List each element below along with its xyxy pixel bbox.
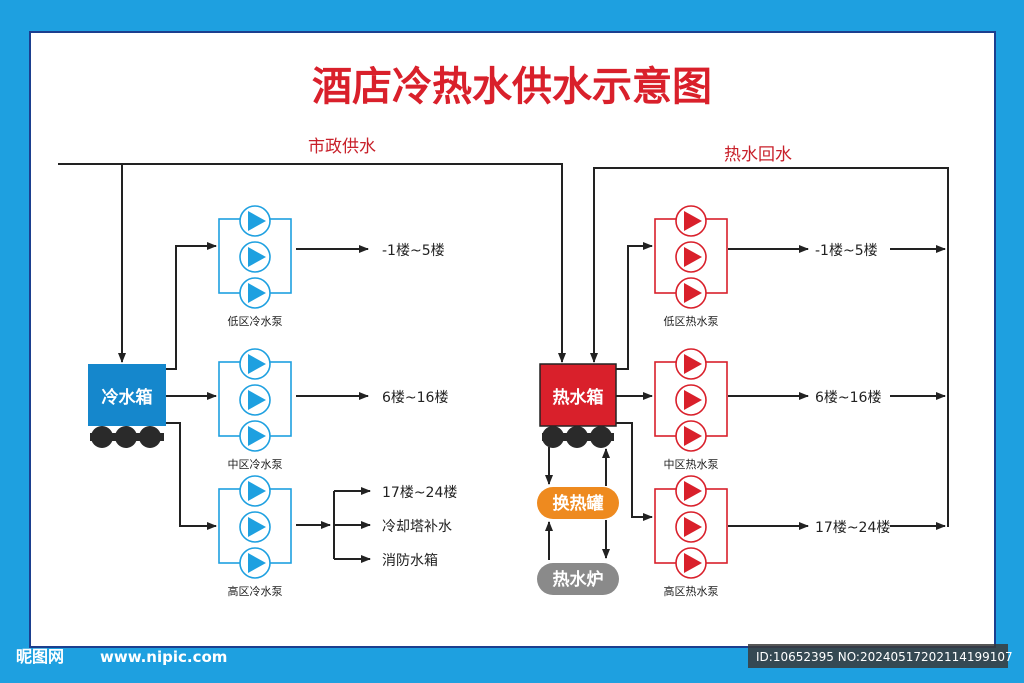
- heat-exchanger-pill: [537, 487, 619, 519]
- hot-pump-mid: 中区热水泵: [654, 348, 728, 471]
- cold-pump-mid: 中区冷水泵: [218, 348, 292, 471]
- cold-high-output-floors: 17楼~24楼: [382, 485, 457, 501]
- hot-high-output: 17楼~24楼: [815, 520, 890, 536]
- hot-low-output: -1楼~5楼: [815, 243, 878, 259]
- cold-high-output-cooling-tower: 冷却塔补水: [382, 519, 452, 535]
- watermark-id-bg: [748, 644, 1008, 668]
- municipal-supply-label: 市政供水: [308, 137, 376, 157]
- watermark-url: www.nipic.com: [100, 648, 227, 666]
- cold-pump-mid-label: 中区冷水泵: [228, 458, 283, 471]
- hot-pump-low-label: 低区热水泵: [664, 315, 719, 328]
- diagram-title: 酒店冷热水供水示意图: [312, 64, 712, 110]
- cold-high-output-fire-tank: 消防水箱: [382, 553, 438, 569]
- hot-pump-low: 低区热水泵: [654, 205, 728, 328]
- cold-pump-low-label: 低区冷水泵: [228, 315, 283, 328]
- cold-pump-high-label: 高区冷水泵: [228, 584, 283, 598]
- hot-tank-box: [539, 363, 617, 427]
- hot-pump-high: 高区热水泵: [654, 475, 728, 598]
- cold-low-output: -1楼~5楼: [382, 243, 445, 259]
- hot-pump-high-label: 高区热水泵: [664, 584, 719, 598]
- board: [29, 31, 996, 648]
- hot-tank-label: 热水箱: [553, 387, 604, 408]
- hot-pump-mid-label: 中区热水泵: [664, 458, 719, 471]
- cold-pump-high: 高区冷水泵: [218, 475, 292, 598]
- cold-tank-label: 冷水箱: [102, 387, 153, 408]
- heat-exchanger: 换热罐: [537, 487, 619, 519]
- cold-pump-low: 低区冷水泵: [218, 205, 292, 328]
- hot-water-tank: 热水箱: [539, 363, 617, 448]
- boiler-label: 热水炉: [553, 569, 604, 590]
- cold-tank-box: [88, 364, 166, 426]
- boiler: 热水炉: [537, 563, 619, 595]
- hot-mid-output: 6楼~16楼: [815, 390, 881, 406]
- pipes: [58, 163, 949, 563]
- boiler-pill: [537, 563, 619, 595]
- watermark-brand: 昵图网: [16, 647, 64, 666]
- hot-return-label: 热水回水: [724, 145, 792, 165]
- heat-exchanger-label: 换热罐: [553, 493, 604, 514]
- cold-mid-output: 6楼~16楼: [382, 390, 448, 406]
- watermark-id: ID:10652395 NO:20240517202114199107: [756, 650, 1013, 664]
- cold-water-tank: 冷水箱: [88, 364, 166, 448]
